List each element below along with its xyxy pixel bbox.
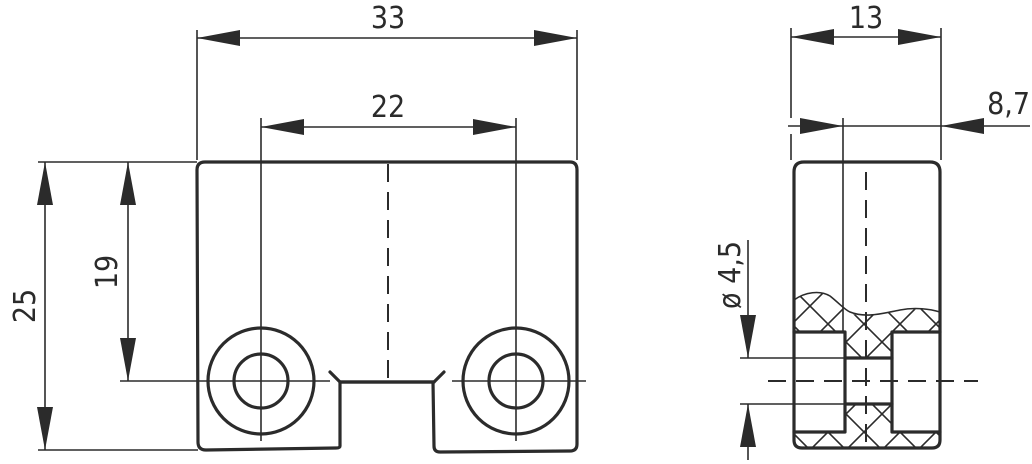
dimension-8-7: 8,7 [788,87,1030,134]
break-line [793,291,941,316]
dim-label-diameter-4-5: ø 4,5 [713,241,748,309]
dimension-33: 33 [197,1,577,46]
dim-label-22: 22 [371,90,405,125]
hatch-bottom-mid [845,404,892,432]
dimension-22: 22 [261,90,516,135]
slot-chamfer-right [432,370,446,384]
dim-label-25: 25 [8,289,43,323]
dim-label-13: 13 [849,1,883,36]
side-body-outline [792,160,942,450]
slot-chamfer-left [328,370,342,384]
dimension-13: 13 [791,1,941,45]
dimension-19: 19 [90,162,136,381]
side-view: 13 8,7 ø 4,5 [713,1,1030,460]
dim-label-33: 33 [371,1,405,36]
dimension-25: 25 [8,162,53,450]
front-view: 33 22 25 19 [8,1,586,454]
dimension-diameter-4-5: ø 4,5 [713,240,845,460]
dim-label-8-7: 8,7 [987,87,1030,122]
pocket-left [792,330,847,434]
dim-label-19: 19 [90,255,125,289]
front-body-outline [195,160,579,454]
